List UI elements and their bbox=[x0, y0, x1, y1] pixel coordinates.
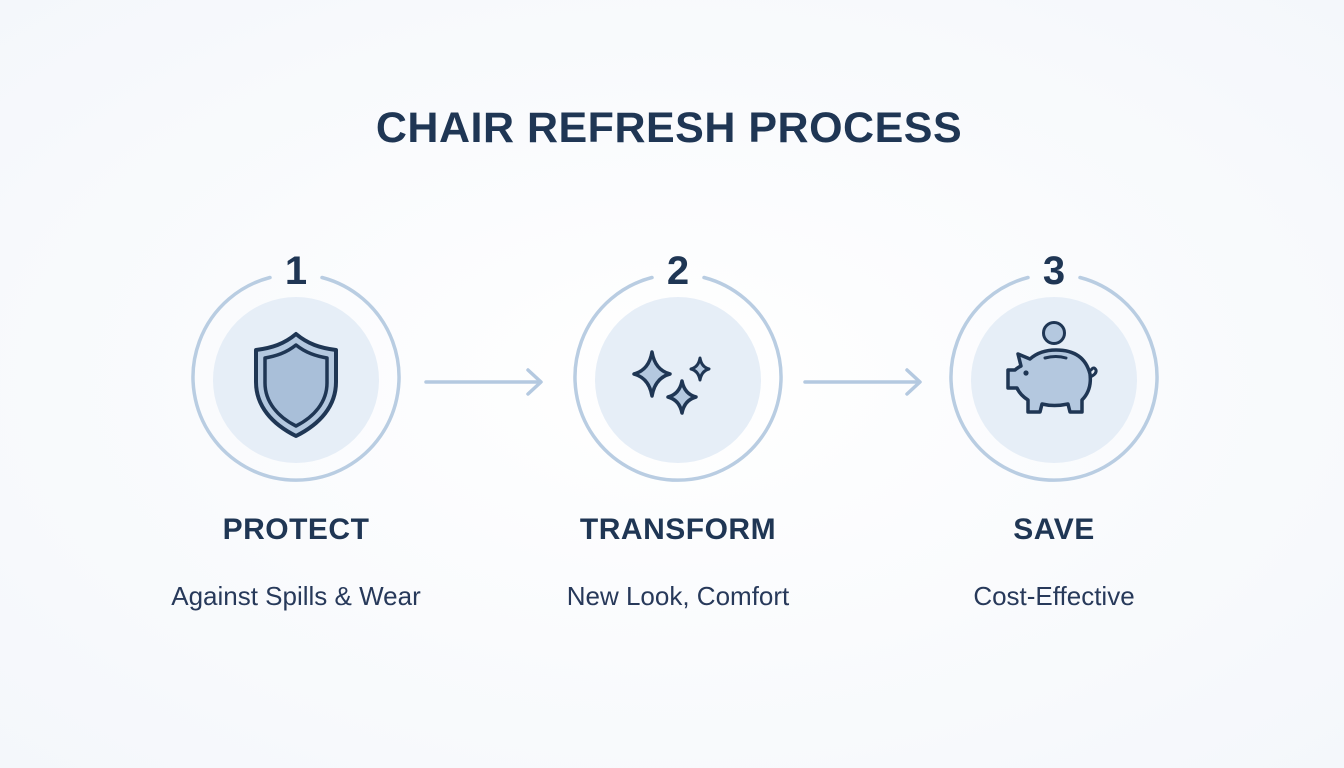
step-heading: PROTECT bbox=[222, 513, 370, 546]
sparkles-icon bbox=[632, 350, 711, 415]
step-description: Cost-Effective bbox=[973, 581, 1135, 611]
step-heading: SAVE bbox=[1013, 513, 1095, 546]
arrow-right-icon bbox=[424, 368, 543, 396]
step-number: 2 bbox=[666, 249, 690, 293]
step-description: New Look, Comfort bbox=[566, 581, 790, 611]
piggy-bank-icon bbox=[1006, 321, 1098, 414]
step-ring bbox=[573, 275, 783, 482]
step-description: Against Spills & Wear bbox=[171, 581, 421, 611]
step-heading: TRANSFORM bbox=[579, 513, 777, 546]
step-ring bbox=[191, 275, 401, 482]
step-ring bbox=[949, 275, 1159, 482]
shield-icon bbox=[254, 332, 338, 438]
step-number: 1 bbox=[284, 249, 308, 293]
diagram-title: CHAIR REFRESH PROCESS bbox=[375, 104, 963, 152]
step-number: 3 bbox=[1042, 249, 1066, 293]
arrow-right-icon bbox=[803, 368, 922, 396]
